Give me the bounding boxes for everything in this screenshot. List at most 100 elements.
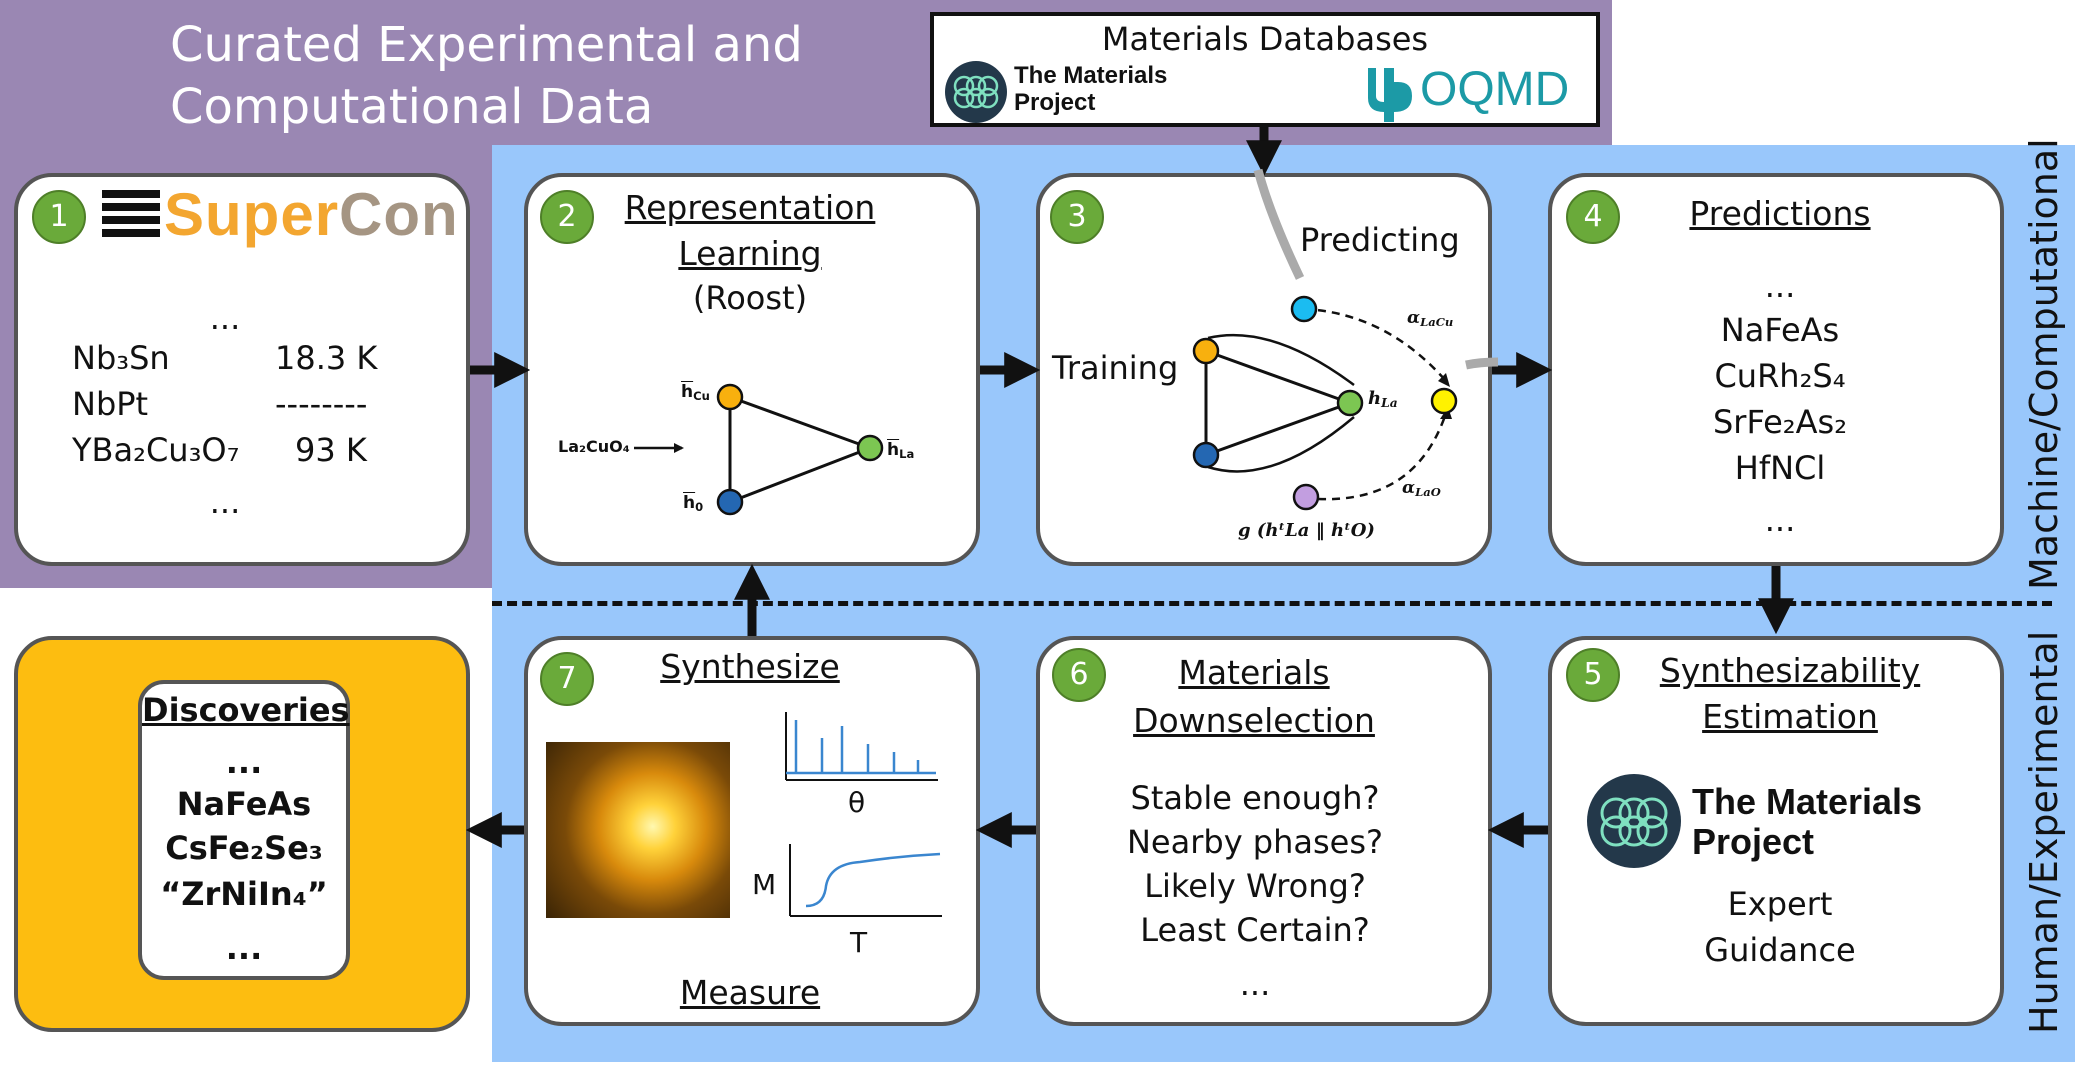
step-3-training: Training bbox=[1052, 349, 1179, 387]
supercon-row-tc: -------- bbox=[275, 385, 368, 423]
alpha-lao-symbol: α bbox=[1402, 478, 1416, 498]
step-6-title-line1: Materials bbox=[1178, 653, 1330, 692]
step-4-badge: 4 bbox=[1566, 190, 1620, 244]
step-3-predicting: Predicting bbox=[1300, 221, 1460, 259]
prediction-item: SrFe₂As₂ bbox=[1712, 403, 1848, 441]
h-cu-symbol: h bbox=[681, 382, 694, 402]
materials-project-logo-icon bbox=[1587, 774, 1681, 868]
step-2-representation-box bbox=[524, 173, 980, 566]
downselection-question: Likely Wrong? bbox=[1144, 867, 1366, 905]
step-4-title: Predictions bbox=[1689, 194, 1871, 233]
step-5-mp-line1: The Materials bbox=[1692, 781, 1923, 822]
supercon-logo-text: SuperCon bbox=[164, 180, 459, 249]
roost-input-formula: La₂CuO₄ bbox=[558, 437, 630, 456]
alpha-lacu-symbol: α bbox=[1407, 308, 1421, 328]
supercon-logo-icon bbox=[102, 190, 160, 237]
h-la-label: hLa bbox=[887, 440, 914, 460]
step-2-title-line1: Representation bbox=[624, 188, 876, 227]
step-7-title: Synthesize bbox=[660, 647, 840, 686]
step-6-title-line2: Downselection bbox=[1133, 701, 1375, 740]
supercon-con: Con bbox=[339, 181, 459, 248]
roost-graph-diagram bbox=[634, 383, 884, 516]
step-3-training-box bbox=[1036, 173, 1492, 566]
downselection-question: Nearby phases? bbox=[1126, 823, 1384, 861]
step-2-badge: 2 bbox=[540, 190, 594, 244]
h-0-symbol: h bbox=[683, 493, 696, 513]
supercon-dots-top: ... bbox=[209, 299, 241, 337]
discoveries-card bbox=[138, 680, 350, 980]
h-la-symbol: h bbox=[887, 440, 900, 460]
downselection-question: Least Certain? bbox=[1140, 911, 1370, 949]
h-la-t-sub: La bbox=[1381, 396, 1398, 411]
discovery-item: “ZrNiIn₄” bbox=[160, 875, 328, 913]
machine-human-divider bbox=[492, 601, 2052, 606]
step-5-guidance: Guidance bbox=[1704, 931, 1856, 969]
h-la-sub: La bbox=[899, 446, 915, 461]
supercon-dots-bottom: ... bbox=[209, 483, 241, 521]
node-o bbox=[716, 488, 744, 516]
step-7-badge: 7 bbox=[540, 652, 594, 706]
databases-title: Materials Databases bbox=[1101, 20, 1429, 58]
prediction-item: ... bbox=[1764, 501, 1796, 539]
discovery-item: ... bbox=[225, 743, 263, 781]
databases-mp-text: The Materials Project bbox=[1014, 62, 1167, 116]
g-function-label: g (hᵗLa ‖ hᵗO) bbox=[1238, 520, 1375, 541]
step-2-title-line2: Learning bbox=[678, 234, 822, 273]
step-5-title-line1: Synthesizability bbox=[1659, 651, 1921, 690]
h-0-label: h0 bbox=[683, 493, 703, 513]
alpha-lacu-label: αLaCu bbox=[1407, 308, 1453, 328]
step-1-supercon-box bbox=[14, 173, 470, 566]
step-3-badge: 3 bbox=[1050, 190, 1104, 244]
supercon-super: Super bbox=[164, 181, 340, 248]
alpha-lacu-sub: LaCu bbox=[1420, 314, 1454, 329]
step-5-title-line2: Estimation bbox=[1702, 697, 1878, 736]
supercon-row-formula: NbPt bbox=[72, 385, 149, 423]
supercon-row-formula: YBa₂Cu₃O₇ bbox=[72, 431, 240, 469]
prediction-item: HfNCl bbox=[1734, 449, 1826, 487]
supercon-row-formula: Nb₃Sn bbox=[72, 339, 170, 377]
curated-title-line1: Curated Experimental and bbox=[170, 17, 803, 73]
step-5-expert: Expert bbox=[1727, 885, 1833, 923]
oqmd-label: OQMD bbox=[1420, 63, 1570, 116]
discovery-item: CsFe₂Se₃ bbox=[165, 829, 323, 867]
materials-databases-box: Materials Databases The Materials Projec… bbox=[930, 12, 1600, 127]
synthesis-photo bbox=[546, 742, 730, 918]
step-2-subtitle: (Roost) bbox=[692, 279, 808, 317]
h-0-sub: 0 bbox=[695, 499, 704, 514]
prediction-item: NaFeAs bbox=[1720, 311, 1840, 349]
step-5-badge: 5 bbox=[1566, 648, 1620, 702]
databases-mp-line2: Project bbox=[1014, 89, 1096, 116]
h-la-t-symbol: h bbox=[1368, 388, 1382, 409]
step-4-predictions-box bbox=[1548, 173, 2004, 566]
h-la-t-label: hLa bbox=[1368, 388, 1398, 409]
downselection-question: Stable enough? bbox=[1130, 779, 1380, 817]
supercon-row-tc: 93 K bbox=[295, 431, 367, 469]
node-cu bbox=[716, 383, 744, 411]
supercon-row-tc: 18.3 K bbox=[275, 339, 378, 377]
theta-axis-label: θ bbox=[848, 786, 866, 819]
downselection-question: ... bbox=[1239, 965, 1271, 1003]
oqmd-logo-icon bbox=[1368, 68, 1412, 122]
alpha-lao-sub: LaO bbox=[1415, 484, 1441, 499]
step-7-measure: Measure bbox=[679, 973, 821, 1012]
curated-data-title: Curated Experimental and Computational D… bbox=[170, 14, 803, 138]
discovery-item: NaFeAs bbox=[176, 785, 312, 823]
prediction-item: ... bbox=[1764, 267, 1796, 305]
step-5-mp-text: The Materials Project bbox=[1692, 782, 1922, 862]
discoveries-title: Discoveries bbox=[142, 691, 350, 729]
databases-mp-line1: The Materials bbox=[1014, 62, 1168, 89]
step-1-badge: 1 bbox=[32, 190, 86, 244]
t-axis-label: T bbox=[850, 926, 868, 959]
step-5-mp-line2: Project bbox=[1692, 821, 1815, 862]
step-6-badge: 6 bbox=[1052, 648, 1106, 702]
h-cu-label: hCu bbox=[681, 382, 710, 402]
materials-project-logo-icon bbox=[945, 61, 1007, 123]
curated-title-line2: Computational Data bbox=[170, 79, 654, 135]
node-la bbox=[856, 434, 884, 462]
m-axis-label: M bbox=[752, 868, 777, 901]
attention-graph-diagram bbox=[1192, 295, 1458, 511]
discovery-item: ... bbox=[225, 929, 263, 967]
prediction-item: CuRh₂S₄ bbox=[1714, 357, 1846, 395]
diffraction-pattern-plot bbox=[785, 712, 938, 781]
